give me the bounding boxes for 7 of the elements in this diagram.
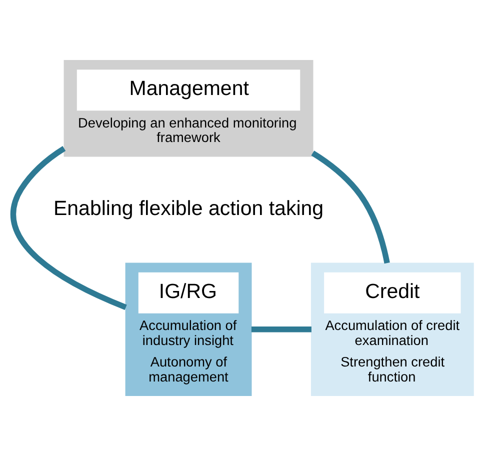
node-box: IG/RG Accumulation of industry insight Autonomy of management — [125, 262, 252, 396]
node-box: Credit Accumulation of credit examination Strengthen credit function — [310, 262, 474, 396]
label: Enabling flexible action taking — [53, 196, 324, 220]
connector — [251, 326, 312, 332]
node-box: Management Developing an enhanced monitoring framework — [64, 60, 314, 157]
connector — [311, 150, 390, 264]
connector — [10, 146, 127, 310]
